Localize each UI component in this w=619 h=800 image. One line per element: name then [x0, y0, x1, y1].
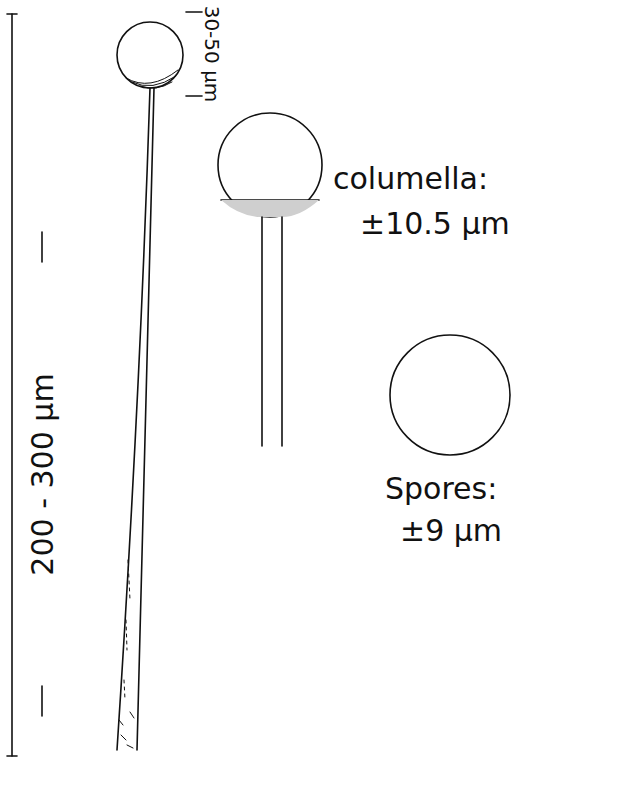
stalk-line [137, 88, 154, 750]
spore-heading: Spores: [385, 472, 497, 505]
head-shading [126, 70, 178, 83]
head-size-label: 30-50 µm [201, 6, 223, 103]
sporangium-head [117, 22, 183, 88]
length-dash [41, 686, 43, 716]
columella-shading [221, 200, 319, 217]
size-tick [186, 11, 202, 13]
length-tick [7, 13, 17, 15]
columella-sporangium [218, 113, 322, 217]
length-dash [41, 232, 43, 262]
spore-size: ±9 µm [400, 514, 502, 547]
head-shading [132, 76, 176, 86]
size-tick [186, 95, 202, 97]
stalk-detail [124, 560, 130, 700]
columella-size: ±10.5 µm [360, 207, 510, 240]
length-tick [7, 755, 17, 757]
head-shading [140, 82, 172, 88]
spore-circle [390, 335, 510, 455]
columella-heading: columella: [333, 162, 488, 195]
columella-stalk [261, 217, 263, 446]
length-bar [11, 14, 13, 756]
columella-stalk [281, 217, 283, 446]
stalk-base-texture [119, 712, 134, 748]
length-label: 200 - 300 µm [26, 373, 59, 575]
